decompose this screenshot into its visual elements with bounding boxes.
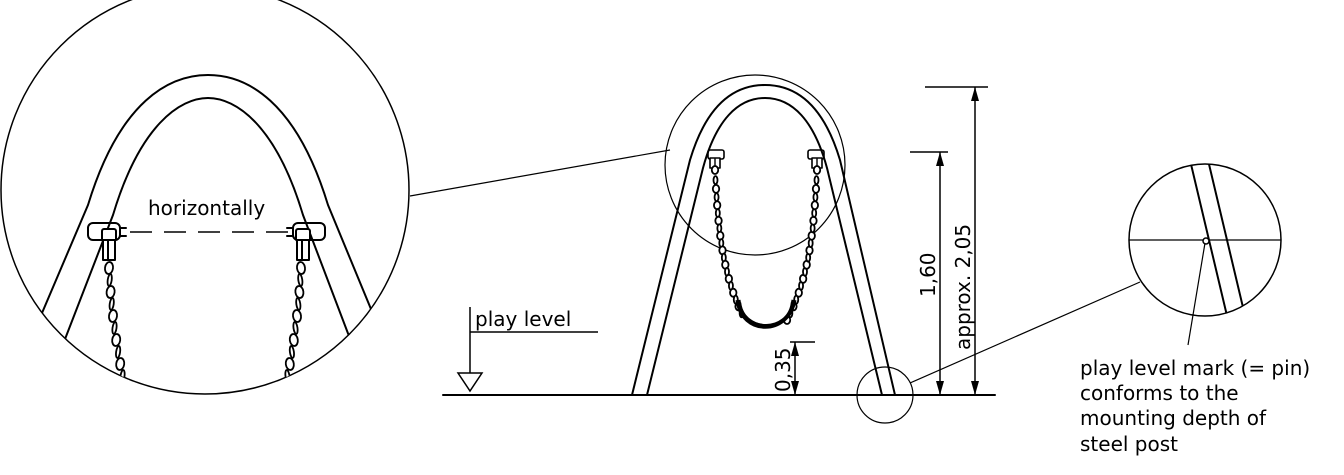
chain-link bbox=[713, 200, 722, 211]
chain-link bbox=[812, 165, 822, 175]
chain-link bbox=[729, 287, 738, 298]
swing-seat bbox=[735, 299, 797, 329]
chain-link bbox=[812, 192, 819, 203]
chain-link bbox=[108, 309, 118, 323]
chain-link bbox=[813, 175, 820, 186]
chain-link bbox=[288, 333, 299, 347]
chain-link bbox=[284, 357, 295, 371]
chain-link bbox=[712, 175, 719, 186]
note-line-3: mounting depth of bbox=[1080, 406, 1267, 430]
dimension-total-height: approx. 2,05 bbox=[925, 86, 988, 395]
top-detail-circle bbox=[664, 74, 846, 256]
chain-link bbox=[710, 165, 720, 175]
pin-note: play level mark (= pin) conforms to the … bbox=[1080, 356, 1310, 456]
chain-link bbox=[104, 261, 114, 275]
chain-link bbox=[713, 192, 720, 203]
chain-link bbox=[809, 215, 818, 226]
note-line-2: conforms to the bbox=[1080, 381, 1239, 405]
pin-icon bbox=[1202, 237, 1210, 245]
chain-link bbox=[115, 357, 126, 371]
swing-frame-main bbox=[631, 74, 896, 396]
detail-circle bbox=[0, 0, 410, 395]
chain-link bbox=[111, 321, 118, 335]
chain-link bbox=[111, 333, 122, 347]
left-chain bbox=[104, 261, 130, 394]
dimension-seat-height: 0,35 bbox=[771, 341, 815, 395]
right-chain bbox=[280, 261, 306, 394]
chain-link bbox=[810, 200, 819, 211]
detail-view-pin bbox=[1128, 163, 1282, 346]
chain-link bbox=[120, 381, 130, 394]
play-level-indicator: play level bbox=[456, 307, 598, 393]
seat-height-value: 0,35 bbox=[771, 347, 795, 392]
frame-inner-bow bbox=[54, 97, 361, 366]
chain-link bbox=[105, 285, 116, 299]
detail-view-hanger: horizontally bbox=[0, 0, 410, 395]
chain-link bbox=[292, 309, 302, 323]
right-shackle-icon bbox=[286, 222, 326, 261]
mark-height-value: 1,60 bbox=[916, 252, 940, 297]
main-frame-outer bbox=[631, 84, 896, 396]
chain-link bbox=[108, 297, 115, 311]
chain-link bbox=[292, 321, 299, 335]
chain-link bbox=[811, 208, 818, 218]
chain-link bbox=[714, 208, 721, 218]
chain-link bbox=[294, 285, 305, 299]
frame-outer-bow bbox=[21, 74, 393, 361]
chain-link bbox=[811, 183, 821, 194]
note-line-1: play level mark (= pin) bbox=[1080, 356, 1310, 380]
level-triangle-icon bbox=[456, 372, 484, 393]
horizontally-label: horizontally bbox=[148, 196, 265, 220]
pin-detail-leader bbox=[909, 281, 1141, 384]
dimension-mark-height: 1,60 bbox=[910, 151, 948, 395]
pin-note-leader bbox=[1187, 242, 1206, 346]
main-chain-seat bbox=[710, 165, 822, 329]
chain-link bbox=[295, 297, 302, 311]
play-level-label: play level bbox=[475, 307, 571, 331]
left-shackle-icon bbox=[87, 222, 127, 261]
pin-detail-marker-circle bbox=[856, 366, 914, 424]
chain-link bbox=[297, 273, 304, 287]
total-height-value: approx. 2,05 bbox=[951, 224, 975, 350]
chain-link bbox=[296, 261, 306, 275]
chain-link bbox=[711, 183, 721, 194]
chain-link bbox=[288, 345, 295, 359]
note-line-4: steel post bbox=[1080, 432, 1178, 456]
detail-leader-line bbox=[409, 149, 671, 197]
main-frame-inner bbox=[646, 97, 883, 396]
chain-link bbox=[106, 273, 113, 287]
chain-link bbox=[280, 381, 290, 394]
chain-link bbox=[115, 345, 122, 359]
